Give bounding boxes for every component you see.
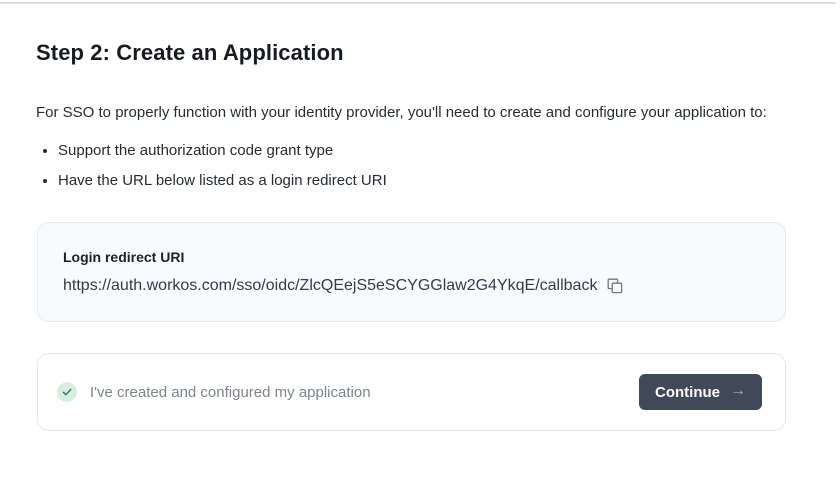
intro-text: For SSO to properly function with your i… [36,104,767,121]
page-title: Step 2: Create an Application [36,40,344,65]
copy-icon [607,278,623,294]
check-circle-icon[interactable] [57,382,77,402]
login-redirect-uri-value: https://auth.workos.com/sso/oidc/ZlcQEej… [63,277,598,294]
confirmation-card: I've created and configured my applicati… [37,353,786,431]
login-redirect-uri-card: Login redirect URI https://auth.workos.c… [37,222,786,322]
copy-button[interactable] [607,278,623,294]
continue-button-label: Continue [655,383,720,401]
list-item: Have the URL below listed as a login red… [58,166,840,196]
continue-button[interactable]: Continue → [639,374,762,410]
arrow-right-icon: → [730,382,746,399]
confirmation-text: I've created and configured my applicati… [90,383,371,401]
top-divider [0,2,836,4]
login-redirect-uri-row: https://auth.workos.com/sso/oidc/ZlcQEej… [63,277,761,295]
requirements-list: Support the authorization code grant typ… [36,136,840,196]
list-item: Support the authorization code grant typ… [58,136,840,166]
login-redirect-uri-label: Login redirect URI [63,249,185,265]
